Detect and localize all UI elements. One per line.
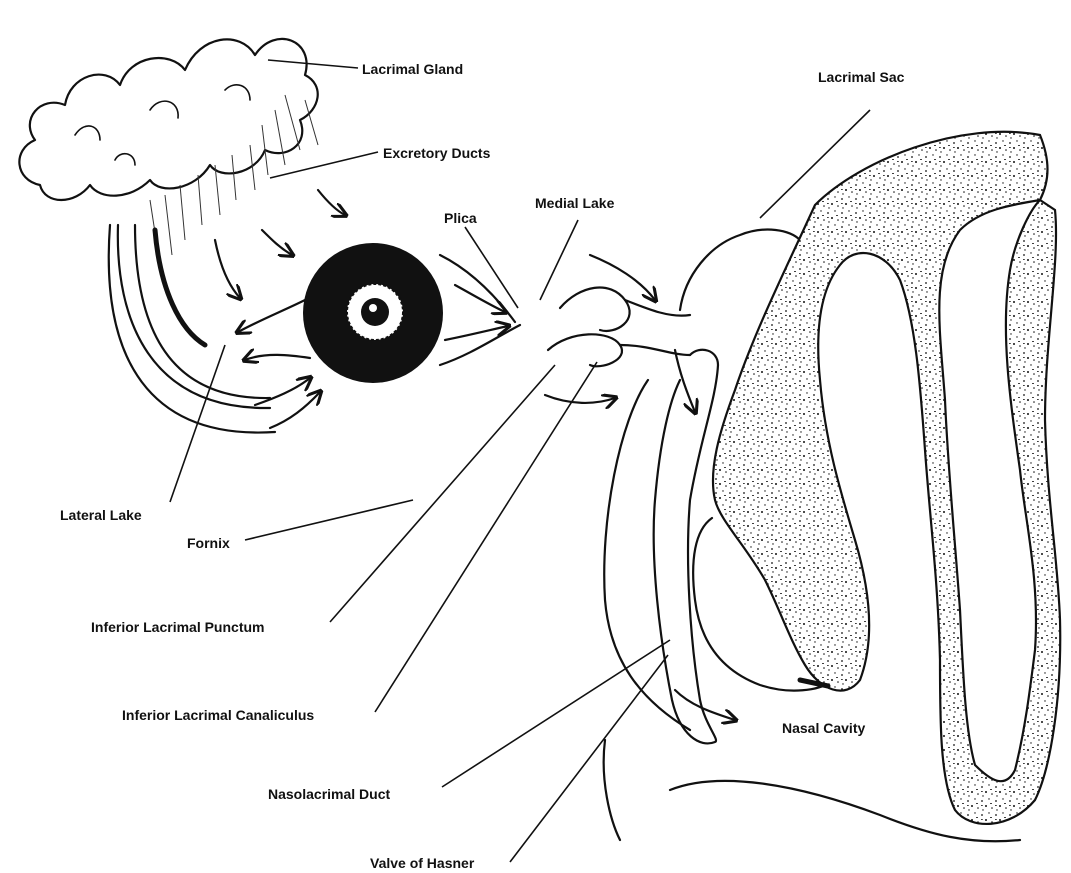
gland-lobule-line (115, 154, 135, 165)
label-valve-of-hasner: Valve of Hasner (370, 855, 475, 871)
flow-arrow (245, 355, 310, 360)
gland-lobule-line (225, 85, 250, 100)
flow-arrow (318, 190, 345, 215)
gland-lobule-line (150, 101, 178, 118)
flow-arrow (215, 240, 240, 298)
label-lacrimal-sac: Lacrimal Sac (818, 69, 905, 85)
label-inferior-lacrimal-punctum: Inferior Lacrimal Punctum (91, 619, 264, 635)
eyeball (303, 243, 443, 383)
inferior-canaliculus (620, 345, 690, 355)
lower-lid-medial-line (440, 325, 520, 365)
inferior-punctum (548, 334, 622, 366)
nasal-turbinate-stippled (713, 132, 1060, 824)
flow-arrow (545, 395, 615, 403)
superior-punctum (560, 288, 630, 331)
nasal-floor-left (604, 740, 620, 840)
gland-lobule-line (75, 126, 100, 140)
label-plica: Plica (444, 210, 477, 226)
label-lateral-lake: Lateral Lake (60, 507, 142, 523)
excretory-ducts-hatching (150, 95, 318, 265)
label-excretory-ducts: Excretory Ducts (383, 145, 491, 161)
flow-arrow (590, 255, 655, 300)
label-nasolacrimal-duct: Nasolacrimal Duct (268, 786, 390, 802)
label-fornix: Fornix (187, 535, 230, 551)
label-lacrimal-gland: Lacrimal Gland (362, 61, 463, 77)
flow-arrow (262, 230, 292, 255)
flow-arrow (675, 350, 695, 412)
flow-arrow (255, 378, 310, 405)
nasolacrimal-duct-wall (604, 380, 690, 730)
lateral-lid-margin (155, 230, 205, 345)
lacrimal-gland-shape (19, 39, 317, 200)
label-inferior-lacrimal-canaliculus: Inferior Lacrimal Canaliculus (122, 707, 314, 723)
label-nasal-cavity: Nasal Cavity (782, 720, 865, 736)
label-medial-lake: Medial Lake (535, 195, 615, 211)
flow-arrow (455, 285, 505, 312)
flow-arrow (238, 300, 305, 332)
